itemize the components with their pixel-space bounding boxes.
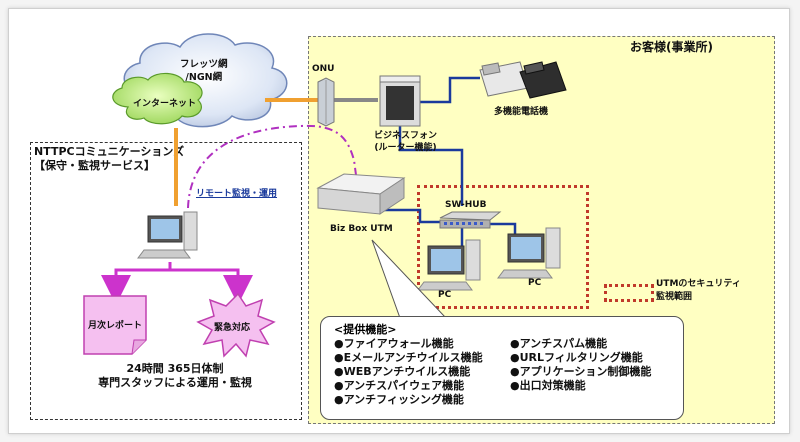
sw-hub-icon — [439, 211, 502, 229]
pc1-icon — [417, 239, 481, 291]
service-hours-line1: 24時間 365日体制 — [126, 362, 224, 375]
pc1-label: PC — [438, 290, 452, 300]
feature-item: ●Eメールアンチウイルス機能 — [334, 351, 483, 364]
provider-pc-icon — [137, 211, 198, 259]
sw-hub-label: SW-HUB — [445, 200, 487, 210]
provider-title: NTTPCコミュニケーションズ 【保守・監視サービス】 — [34, 145, 184, 173]
business-phone-unit-icon — [379, 75, 421, 127]
provider-title-line1: NTTPCコミュニケーションズ — [34, 145, 185, 158]
feature-item: ●ファイアウォール機能 — [334, 337, 454, 350]
phone-handset-line — [420, 76, 480, 104]
remote-monitor-line — [187, 124, 357, 209]
phone-utm-line — [398, 126, 464, 206]
ngn-cloud-label-line2: /NGN網 — [185, 72, 223, 83]
monthly-report-icon — [83, 295, 147, 355]
feature-item: ●アンチスパイウェア機能 — [334, 379, 465, 392]
feature-item: ●WEBアンチウイルス機能 — [334, 365, 471, 378]
feature-item: ●出口対策機能 — [510, 379, 586, 392]
business-phone-label: ビジネスフォン (ルーター機能) — [374, 130, 437, 154]
provider-branch-line-2 — [170, 268, 253, 305]
emergency-starburst-icon — [196, 292, 276, 358]
pc2-icon — [497, 227, 561, 279]
remote-monitor-label: リモート監視・運用 — [196, 189, 278, 199]
business-phone-label-line2: (ルーター機能) — [374, 143, 437, 153]
internet-cloud-icon — [112, 72, 203, 125]
customer-premises-title: お客様(事業所) — [630, 40, 713, 54]
onu-label: ONU — [312, 64, 335, 74]
provider-title-line2: 【保守・監視サービス】 — [34, 159, 155, 172]
legend-swatch — [604, 284, 654, 302]
provider-zone — [30, 142, 302, 420]
utm-hub-line — [380, 208, 440, 224]
business-phone-label-line1: ビジネスフォン — [374, 131, 438, 141]
utm-device-icon — [316, 173, 406, 215]
onu-icon — [317, 77, 335, 127]
security-monitor-zone — [417, 185, 589, 309]
features-left-list: ●ファイアウォール機能 ●Eメールアンチウイルス機能 ●WEBアンチウイルス機能… — [334, 337, 483, 407]
feature-item: ●アプリケーション制御機能 — [510, 365, 652, 378]
features-right-list: ●アンチスパム機能 ●URLフィルタリング機能 ●アプリケーション制御機能 ●出… — [510, 337, 651, 393]
legend-label-line1: UTMのセキュリティ — [656, 279, 741, 289]
feature-item: ●URLフィルタリング機能 — [510, 351, 643, 364]
pc2-label: PC — [528, 278, 542, 288]
service-hours-label: 24時間 365日体制 専門スタッフによる運用・監視 — [95, 362, 255, 390]
service-hours-line2: 専門スタッフによる運用・監視 — [98, 376, 252, 389]
feature-item: ●アンチスパム機能 — [510, 337, 608, 350]
features-callout — [320, 316, 684, 420]
hub-pc2-line — [490, 222, 517, 238]
ngn-cloud-label-line1: フレッツ網 — [180, 59, 228, 70]
features-heading: <提供機能> — [334, 323, 397, 336]
provider-branch-line — [101, 262, 172, 305]
multi-phone-label: 多機能電話機 — [494, 107, 549, 117]
multi-phone-icon — [479, 61, 567, 99]
monthly-report-label: 月次レポート — [88, 321, 143, 331]
legend-label: UTMのセキュリティ 監視範囲 — [656, 278, 741, 304]
ngn-cloud-label: フレッツ網 /NGN網 — [180, 58, 228, 84]
internet-label: インターネット — [133, 99, 197, 109]
emergency-label: 緊急対応 — [214, 323, 251, 333]
feature-item: ●アンチフィッシング機能 — [334, 393, 464, 406]
utm-label: Biz Box UTM — [330, 224, 393, 234]
legend-label-line2: 監視範囲 — [656, 292, 693, 302]
